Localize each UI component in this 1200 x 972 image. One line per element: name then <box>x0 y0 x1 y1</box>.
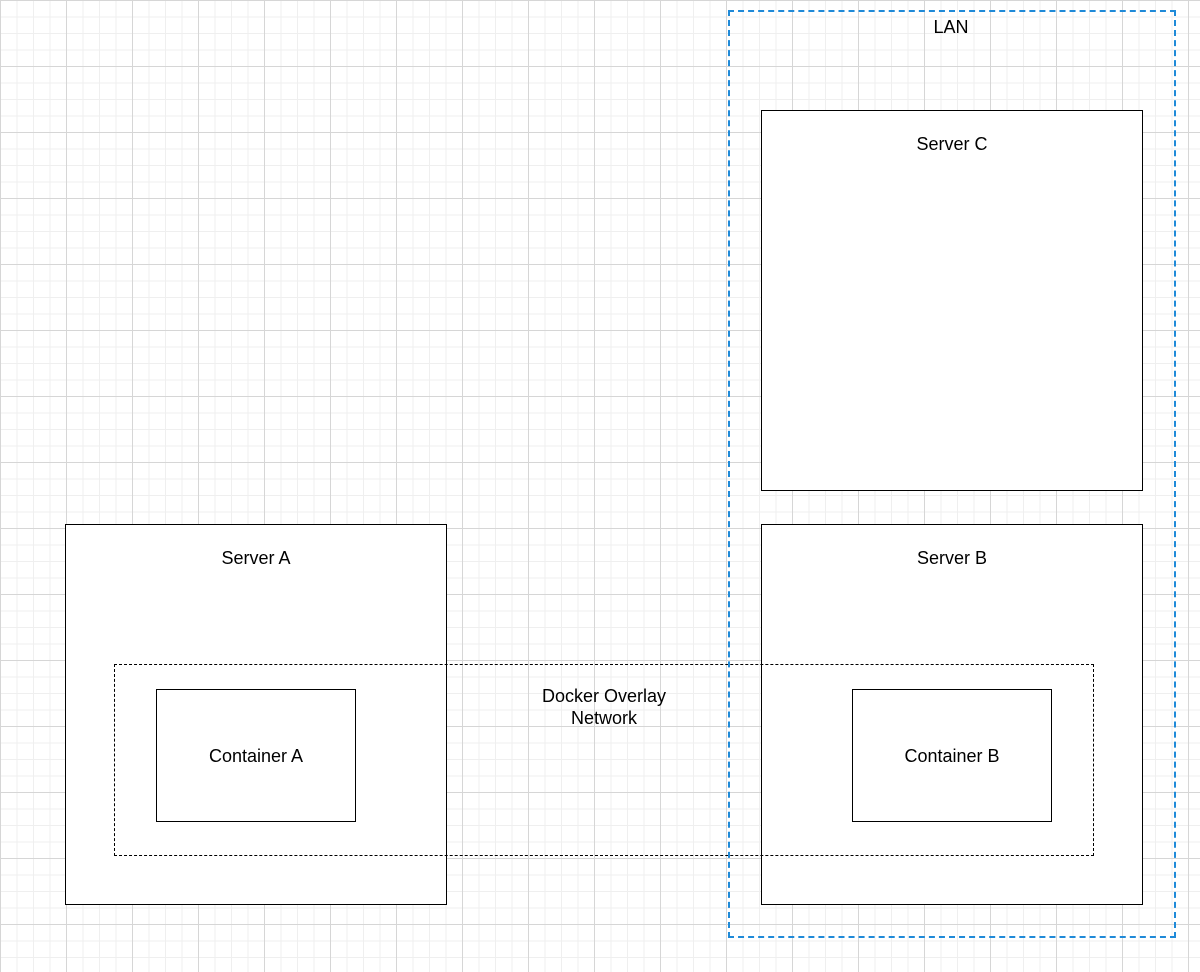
lan-label: LAN <box>933 17 969 37</box>
overlay-label-line1: Docker Overlay <box>541 686 667 706</box>
container-a-box[interactable] <box>156 689 356 822</box>
server-c-label: Server C <box>916 134 988 154</box>
container-b-label: Container B <box>904 746 1000 766</box>
docker-overlay-network-boundary[interactable] <box>114 664 1094 856</box>
lan-boundary[interactable] <box>728 10 1176 938</box>
container-a-label: Container A <box>208 746 304 766</box>
container-b-box[interactable] <box>852 689 1052 822</box>
server-c-box[interactable] <box>761 110 1143 491</box>
server-a-label: Server A <box>221 548 291 568</box>
overlay-label-line2: Network <box>570 708 637 728</box>
server-b-label: Server B <box>916 548 988 568</box>
